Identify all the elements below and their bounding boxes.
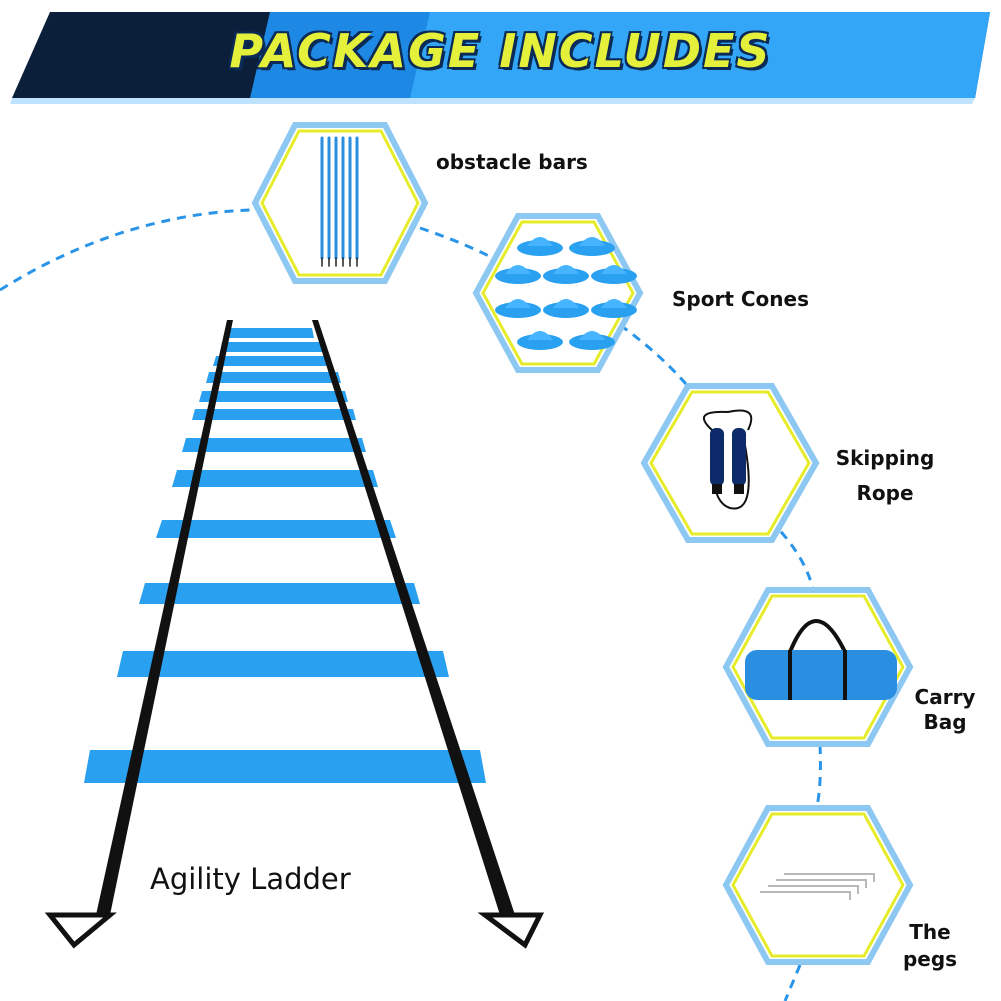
label-pegs-line-1: The [909, 920, 951, 944]
cone [591, 299, 637, 318]
label-obstacle-bars: obstacle bars [436, 150, 588, 174]
hex-frame-obstacle-bars [251, 122, 429, 284]
banner-background [10, 12, 990, 104]
label-carry-bag-line-2: Bag [923, 710, 967, 734]
cone [543, 299, 589, 318]
agility-ladder-icon [44, 320, 545, 949]
label-pegs-line-2: pegs [902, 947, 958, 971]
skipping-rope-icon [702, 409, 753, 510]
cone [495, 265, 541, 284]
ladder-end-loop [477, 912, 545, 949]
obstacle-bars-icon [320, 136, 359, 267]
banner-title: PACKAGE INCLUDES [229, 24, 772, 78]
ladder-rungs [84, 328, 486, 783]
cone [569, 237, 615, 256]
cone [569, 331, 615, 350]
cone [591, 265, 637, 284]
ladder-straps [96, 320, 515, 915]
label-carry-bag-line-1: Carry [914, 685, 976, 709]
cone [543, 265, 589, 284]
ladder-end-loop [44, 912, 117, 949]
cone [517, 237, 563, 256]
label-sport-cones: Sport Cones [672, 287, 809, 311]
label-agility-ladder: Agility Ladder [150, 862, 351, 896]
label-skipping-rope-line-1: Skipping [835, 446, 935, 470]
cone [517, 331, 563, 350]
cone [495, 299, 541, 318]
carry-bag-icon [745, 619, 897, 700]
dashed-connector-line [0, 208, 822, 1001]
sport-cones-icon [495, 237, 637, 350]
pegs-icon [760, 873, 875, 900]
label-skipping-rope-line-2: Rope [856, 481, 914, 505]
hex-frame-skipping-rope [640, 383, 820, 543]
